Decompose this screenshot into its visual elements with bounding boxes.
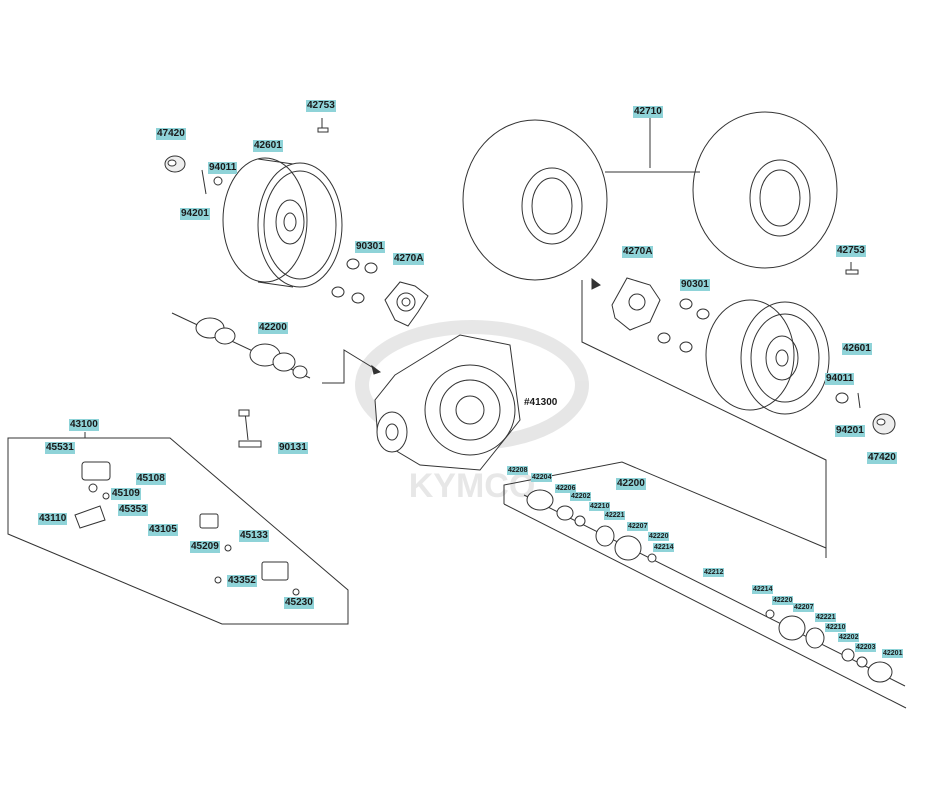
nut-47420-right — [872, 413, 896, 435]
left-rim — [222, 157, 343, 288]
pin-42753-left — [317, 118, 329, 133]
nut-47420-left — [164, 155, 186, 173]
label-42210-a: 42210 — [589, 502, 611, 511]
left-drive-shaft-42200 — [171, 312, 311, 379]
label-47420-right: 47420 — [867, 452, 897, 464]
leader-42710 — [605, 118, 700, 173]
label-42220-b: 42220 — [772, 596, 794, 605]
label-45133: 45133 — [239, 530, 269, 542]
label-42207-a: 42207 — [627, 522, 649, 531]
label-94011-left: 94011 — [208, 162, 238, 174]
label-42201: 42201 — [882, 649, 904, 658]
label-45353: 45353 — [118, 504, 148, 516]
label-42208: 42208 — [507, 466, 529, 475]
label-45108: 45108 — [136, 473, 166, 485]
left-hub-4270A — [384, 281, 429, 327]
label-42203: 42203 — [855, 643, 877, 652]
label-4270A-left: 4270A — [393, 253, 425, 265]
label-43352: 43352 — [227, 575, 257, 587]
label-42214-a: 42214 — [653, 543, 675, 552]
label-42206: 42206 — [555, 484, 577, 493]
label-42710: 42710 — [633, 106, 663, 118]
nut-94011-right — [835, 392, 861, 409]
label-90131: 90131 — [278, 442, 308, 454]
label-42200-right: 42200 — [616, 478, 646, 490]
right-drive-shaft-42200 — [523, 489, 906, 687]
label-42753-right: 42753 — [836, 245, 866, 257]
label-42601-left: 42601 — [253, 140, 283, 152]
right-assembly-frame — [581, 278, 827, 548]
label-94201-right: 94201 — [835, 425, 865, 437]
label-42212: 42212 — [703, 568, 725, 577]
label-90301-right: 90301 — [680, 279, 710, 291]
label-42204: 42204 — [531, 473, 553, 482]
label-45531: 45531 — [45, 442, 75, 454]
label-42210-b: 42210 — [825, 623, 847, 632]
tire-right-42710 — [692, 111, 838, 269]
label-42202-b: 42202 — [838, 633, 860, 642]
label-90301-left: 90301 — [355, 241, 385, 253]
label-47420-left: 47420 — [156, 128, 186, 140]
right-rim-42601 — [705, 299, 830, 415]
label-42221-a: 42221 — [604, 511, 626, 520]
pin-42753-right — [845, 262, 859, 275]
label-42214-b: 42214 — [752, 585, 774, 594]
label-45230: 45230 — [284, 597, 314, 609]
stud-94201-left — [201, 169, 223, 195]
brake-assembly-box-43100 — [7, 432, 349, 625]
label-42221-b: 42221 — [815, 613, 837, 622]
label-42601-right: 42601 — [842, 343, 872, 355]
label-43110: 43110 — [38, 513, 68, 525]
label-42202-a: 42202 — [570, 492, 592, 501]
label-42207-b: 42207 — [793, 603, 815, 612]
label-45209: 45209 — [190, 541, 220, 553]
right-hub-4270A — [611, 277, 661, 331]
brake-parts — [74, 461, 300, 596]
label-42220-a: 42220 — [648, 532, 670, 541]
label-41300: #41300 — [524, 397, 558, 408]
label-42753-left: 42753 — [306, 100, 336, 112]
label-45109: 45109 — [111, 488, 141, 500]
label-4270A-right: 4270A — [622, 246, 654, 258]
label-43100: 43100 — [69, 419, 99, 431]
label-42200-left: 42200 — [258, 322, 288, 334]
label-94201-left: 94201 — [180, 208, 210, 220]
tire-left-42710 — [462, 119, 608, 281]
left-bearings-90301 — [331, 258, 378, 304]
right-shaft-frame — [503, 461, 907, 709]
leader-shaft-to-diff — [322, 349, 382, 384]
differential-41300 — [374, 334, 521, 471]
label-43105: 43105 — [148, 524, 178, 536]
label-94011-right: 94011 — [825, 373, 855, 385]
bolt-90131 — [238, 409, 262, 448]
right-bearings-90301 — [657, 298, 710, 353]
